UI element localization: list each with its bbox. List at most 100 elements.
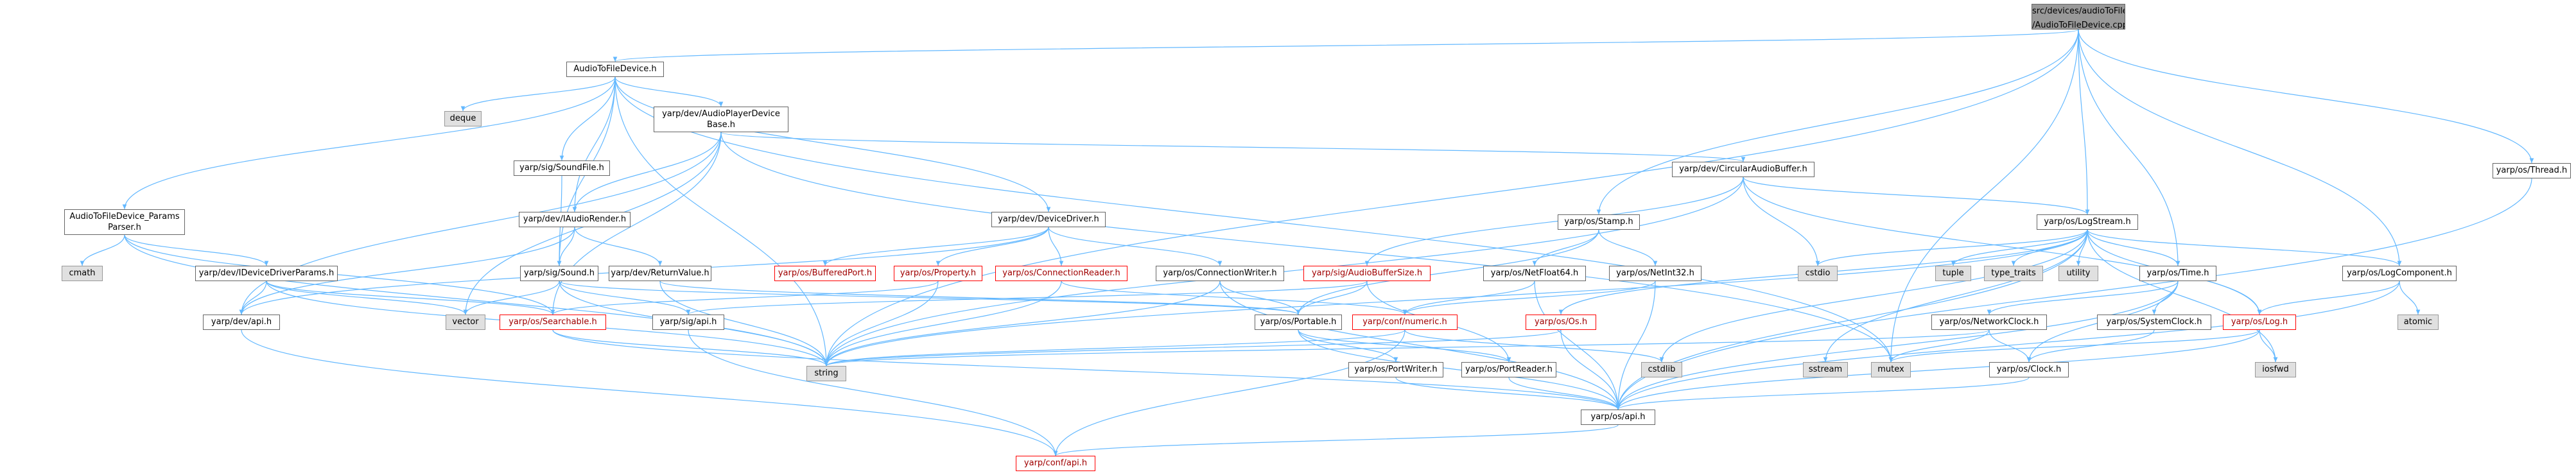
edge-iar-to-sound xyxy=(557,227,575,266)
edge-log-to-mutex xyxy=(1888,329,2260,363)
include-edges xyxy=(80,29,2534,456)
edge-idp-to-search xyxy=(266,281,555,315)
edge-time-to-nclock xyxy=(1987,281,2179,315)
node-logcomponent-h[interactable]: yarp/os/LogComponent.h xyxy=(2342,266,2457,281)
edge-logstream-to-logc xyxy=(2087,229,2402,266)
node-os-api-h[interactable]: yarp/os/api.h xyxy=(1581,410,1655,425)
node-label-line1: AudioToFileDevice_Params xyxy=(69,212,180,221)
edge-nclock-to-clock xyxy=(1989,329,2032,363)
node-portwriter-h[interactable]: yarp/os/PortWriter.h xyxy=(1348,362,1443,377)
edge-ni32-to-osapi xyxy=(1615,281,1656,410)
node-conf-numeric-h[interactable]: yarp/conf/numeric.h xyxy=(1352,315,1458,330)
edge-apdb-to-search xyxy=(550,132,722,315)
node-label-line1: yarp/dev/AudioPlayerDevice xyxy=(662,109,780,119)
node-tuple[interactable]: tuple xyxy=(1935,266,1971,281)
node-netint32-h[interactable]: yarp/os/NetInt32.h xyxy=(1609,266,1701,281)
node-log-h[interactable]: yarp/os/Log.h xyxy=(2223,315,2296,330)
node-audiotofiledevice-h[interactable]: AudioToFileDevice.h xyxy=(566,62,664,77)
edge-idp-to-vector xyxy=(266,281,468,315)
node-time-h[interactable]: yarp/os/Time.h xyxy=(2139,266,2216,281)
node-label: yarp/sig/SoundFile.h xyxy=(519,163,604,173)
node-label: yarp/dev/IAudioRender.h xyxy=(523,214,627,224)
node-os-os-h[interactable]: yarp/os/Os.h xyxy=(1526,315,1596,330)
edge-cab-to-logstream xyxy=(1743,177,2090,215)
node-bufferedport-h[interactable]: yarp/os/BufferedPort.h xyxy=(774,266,876,281)
node-label: yarp/os/Time.h xyxy=(2146,268,2209,278)
node-devicedriver-h[interactable]: yarp/dev/DeviceDriver.h xyxy=(991,212,1106,227)
edge-root-to-atfd xyxy=(613,29,2079,62)
edge-idp-to-devapi xyxy=(239,281,267,315)
node-sound-h[interactable]: yarp/sig/Sound.h xyxy=(520,266,598,281)
node-deque[interactable]: deque xyxy=(444,111,482,126)
node-label: yarp/os/Portable.h xyxy=(1260,317,1337,327)
node-sstream[interactable]: sstream xyxy=(1803,362,1848,377)
edge-atfd-to-deque xyxy=(460,76,616,112)
node-cstdio[interactable]: cstdio xyxy=(1798,266,1838,281)
node-audioplayerdevicebase-h[interactable]: yarp/dev/AudioPlayerDevice Base.h xyxy=(654,107,788,132)
node-label: yarp/os/Log.h xyxy=(2231,317,2288,327)
node-soundfile-h[interactable]: yarp/sig/SoundFile.h xyxy=(514,160,610,176)
edge-osapi-to-confapi xyxy=(1053,424,1619,456)
edge-time-to-sclock xyxy=(2152,281,2179,315)
node-utility[interactable]: utility xyxy=(2058,266,2098,281)
node-connectionreader-h[interactable]: yarp/os/ConnectionReader.h xyxy=(995,266,1127,281)
node-netfloat64-h[interactable]: yarp/os/NetFloat64.h xyxy=(1483,266,1586,281)
node-label: yarp/os/Thread.h xyxy=(2496,166,2568,175)
edge-thread-to-osapi xyxy=(1615,178,2532,410)
node-label: yarp/os/Stamp.h xyxy=(1564,217,1633,227)
node-returnvalue-h[interactable]: yarp/dev/ReturnValue.h xyxy=(609,266,711,281)
node-mutex[interactable]: mutex xyxy=(1871,362,1911,377)
node-params-parser-h[interactable]: AudioToFileDevice_Params Parser.h xyxy=(64,209,185,235)
edge-sclock-to-clock xyxy=(2026,329,2155,363)
node-connectionwriter-h[interactable]: yarp/os/ConnectionWriter.h xyxy=(1156,266,1284,281)
edge-params-to-cmath xyxy=(80,234,125,266)
edge-cnum-to-string xyxy=(824,329,1405,367)
edge-cnum-to-confapi xyxy=(1053,329,1405,456)
edge-clock-to-osapi xyxy=(1615,377,2030,410)
edge-logstream-to-sstream xyxy=(1823,229,2088,363)
edge-apdb-to-devapi xyxy=(239,132,722,315)
root-file-node[interactable]: src/devices/audioToFileDevice /AudioToFi… xyxy=(2032,4,2125,30)
edge-iar-to-rv xyxy=(574,227,663,266)
node-systemclock-h[interactable]: yarp/os/SystemClock.h xyxy=(2097,315,2211,330)
node-portable-h[interactable]: yarp/os/Portable.h xyxy=(1255,315,1342,330)
edge-os-to-osapi xyxy=(1560,329,1621,410)
edge-logstream-to-cstdio xyxy=(1815,229,2088,266)
node-label: yarp/os/Property.h xyxy=(900,268,977,278)
edge-os-to-string xyxy=(824,329,1562,367)
edge-cab-to-cstdio xyxy=(1743,177,1820,266)
node-thread-h[interactable]: yarp/os/Thread.h xyxy=(2493,163,2571,178)
node-portreader-h[interactable]: yarp/os/PortReader.h xyxy=(1461,362,1556,377)
node-label: yarp/conf/numeric.h xyxy=(1362,317,1447,327)
edge-logstream-to-iosfwd xyxy=(2087,229,2278,363)
node-stamp-h[interactable]: yarp/os/Stamp.h xyxy=(1558,214,1640,230)
edge-rv-to-string xyxy=(659,281,829,367)
node-type-traits[interactable]: type_traits xyxy=(1984,266,2043,281)
node-clock-h[interactable]: yarp/os/Clock.h xyxy=(1989,362,2069,377)
edge-root-to-logstream xyxy=(2078,29,2090,215)
node-label: yarp/dev/api.h xyxy=(211,317,272,327)
node-iaudiorender-h[interactable]: yarp/dev/IAudioRender.h xyxy=(519,212,631,227)
node-cmath[interactable]: cmath xyxy=(62,266,103,281)
node-dev-api-h[interactable]: yarp/dev/api.h xyxy=(203,315,280,330)
node-iosfwd[interactable]: iosfwd xyxy=(2255,362,2296,377)
node-cstdlib[interactable]: cstdlib xyxy=(1641,362,1682,377)
node-networkclock-h[interactable]: yarp/os/NetworkClock.h xyxy=(1931,315,2047,330)
node-sig-api-h[interactable]: yarp/sig/api.h xyxy=(652,315,724,330)
edge-sigapi-to-confapi xyxy=(688,329,1058,456)
node-audiobuffersize-h[interactable]: yarp/sig/AudioBufferSize.h xyxy=(1303,266,1431,281)
node-property-h[interactable]: yarp/os/Property.h xyxy=(894,266,982,281)
node-conf-api-h[interactable]: yarp/conf/api.h xyxy=(1016,456,1095,471)
node-atomic[interactable]: atomic xyxy=(2398,315,2439,330)
node-vector[interactable]: vector xyxy=(446,315,485,330)
node-label: yarp/os/ConnectionReader.h xyxy=(1002,268,1120,278)
node-circularaudiobuffer-h[interactable]: yarp/dev/CircularAudioBuffer.h xyxy=(1672,162,1815,177)
node-idevicedriverparams-h[interactable]: yarp/dev/IDeviceDriverParams.h xyxy=(195,266,338,281)
edge-nclock-to-string xyxy=(824,329,1990,367)
node-string[interactable]: string xyxy=(806,366,846,381)
node-logstream-h[interactable]: yarp/os/LogStream.h xyxy=(2037,214,2138,230)
edge-root-to-logc xyxy=(2078,29,2402,266)
edge-logc-to-osapi xyxy=(1615,281,2400,410)
node-searchable-h[interactable]: yarp/os/Searchable.h xyxy=(500,315,606,330)
edge-search-to-osapi xyxy=(552,329,1621,410)
